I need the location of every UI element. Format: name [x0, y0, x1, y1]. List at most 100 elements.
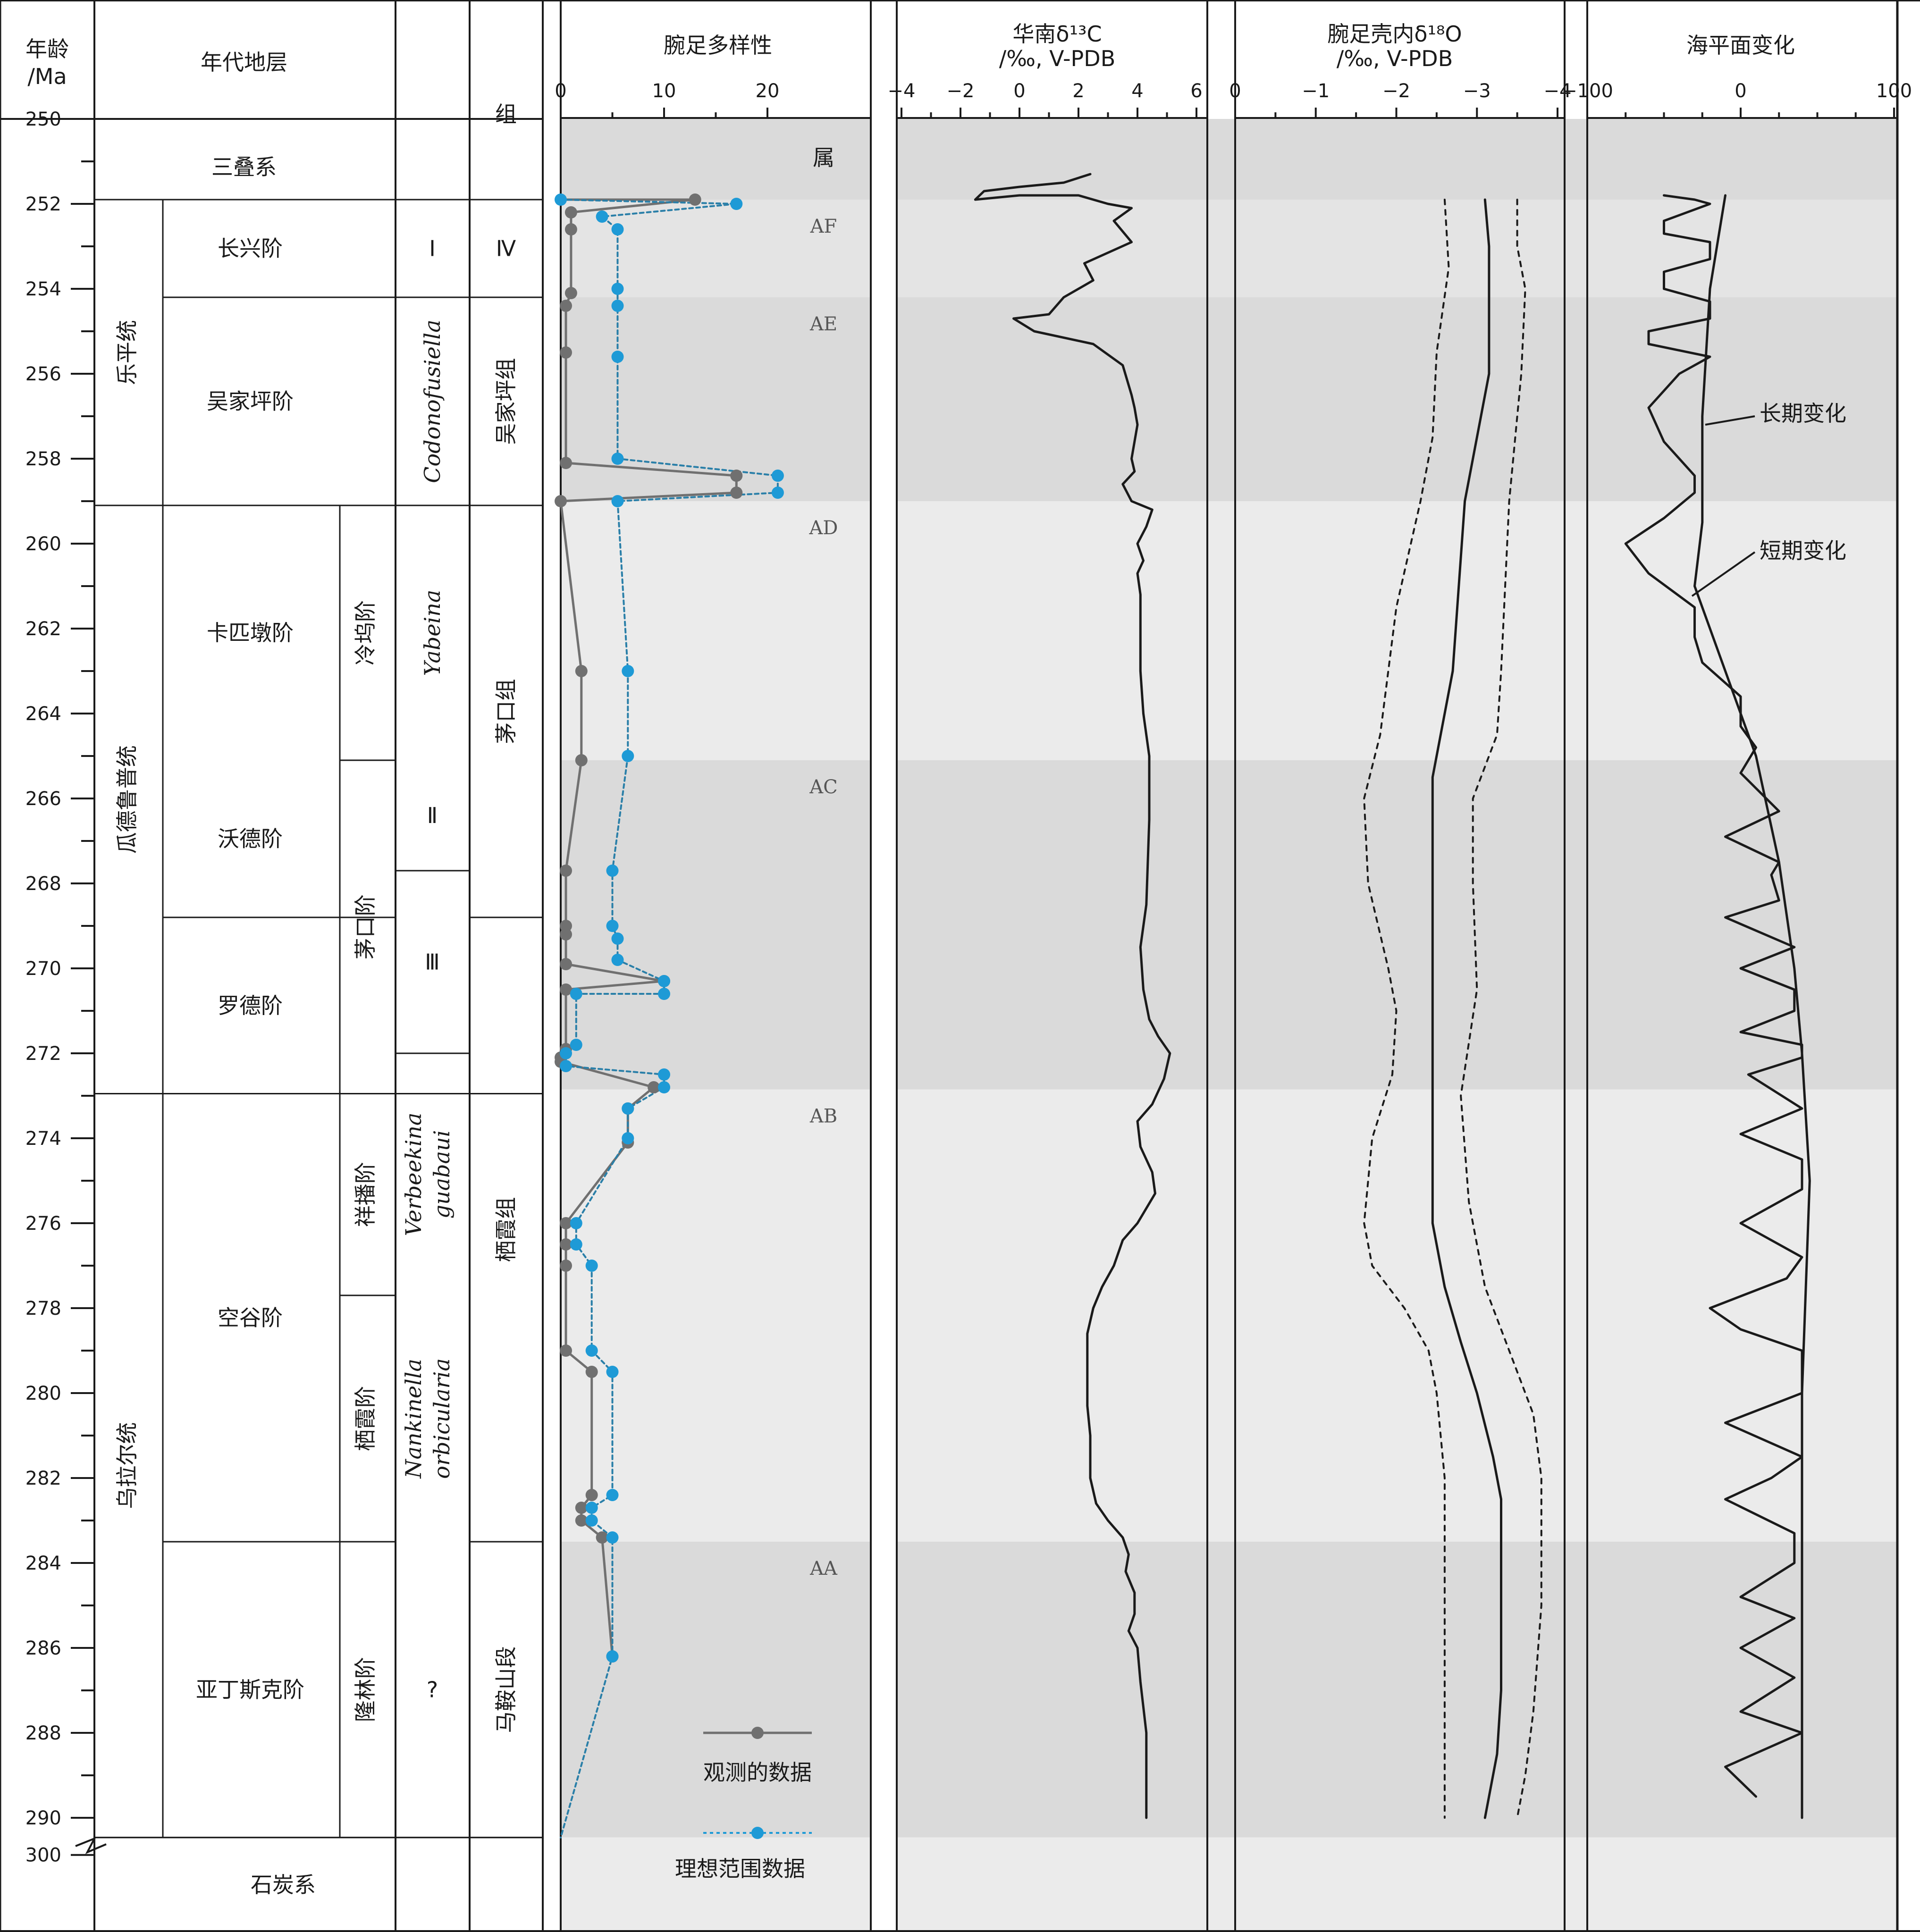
interval-band	[897, 1089, 1207, 1542]
series-line	[1363, 199, 1450, 1819]
data-point	[606, 1650, 619, 1663]
x-tick-label: 100	[1876, 80, 1912, 102]
interval-band	[561, 1089, 871, 1542]
stage-label: 罗德阶	[218, 993, 283, 1018]
interval-label: AF	[810, 216, 837, 237]
interval-band	[1587, 200, 1897, 297]
data-point	[611, 495, 624, 507]
d18o-header-2: /‰, V-PDB	[1337, 46, 1453, 71]
data-point	[560, 346, 572, 359]
x-tick-label: −3	[1463, 80, 1491, 102]
data-point	[555, 193, 567, 206]
interval-band	[1235, 760, 1565, 1090]
data-point	[622, 1102, 634, 1115]
interval-band	[1235, 501, 1565, 760]
age-tick-label: 272	[25, 1043, 61, 1065]
age-tick-label: 276	[25, 1213, 61, 1235]
data-point	[730, 487, 743, 499]
interval-band	[1565, 501, 1587, 760]
data-point	[689, 193, 701, 206]
short-term-leader	[1691, 551, 1756, 597]
age-tick-label: 282	[25, 1468, 61, 1489]
data-point	[585, 1366, 598, 1378]
age-tick-label: 264	[25, 703, 61, 725]
data-point	[585, 1489, 598, 1501]
series-label: 乐平统	[114, 320, 140, 385]
data-point	[596, 1531, 608, 1544]
interval-band	[561, 501, 871, 760]
age-tick-label: 288	[25, 1722, 61, 1744]
series-line	[1693, 194, 1811, 1819]
short-term-label: 短期变化	[1760, 538, 1846, 563]
zone-label: Codonofusiella	[420, 319, 445, 483]
age-header-2: /Ma	[27, 64, 67, 89]
age-tick-label: 286	[25, 1638, 61, 1659]
sealevel-header: 海平面变化	[1686, 33, 1795, 58]
series-label: 瓜德鲁普统	[114, 745, 140, 854]
age-tick-label: 254	[25, 278, 61, 300]
data-point	[560, 958, 572, 970]
age-tick-label: 258	[25, 448, 61, 470]
data-point	[611, 223, 624, 235]
data-point	[585, 1260, 598, 1272]
interval-band	[1207, 1542, 1235, 1838]
age-tick-label: 260	[25, 533, 61, 555]
data-point	[658, 988, 670, 1000]
series-label: 乌拉尔统	[114, 1422, 140, 1509]
data-point	[585, 1502, 598, 1514]
data-point	[606, 920, 619, 932]
top-band	[897, 119, 1207, 200]
sealevel-annotations: 长期变化 短期变化	[1691, 401, 1846, 597]
data-point	[596, 210, 608, 223]
interval-band	[1587, 1542, 1897, 1838]
legend: 观测的数据 理想范围数据	[675, 1727, 812, 1882]
stage-label: 长兴阶	[218, 236, 283, 261]
data-point	[564, 206, 577, 218]
age-tick-label: 256	[25, 363, 61, 385]
x-tick-label: −4	[888, 80, 916, 102]
data-point	[570, 1039, 582, 1051]
interval-band	[897, 760, 1207, 1090]
data-point	[560, 1260, 572, 1272]
chrono-header: 年代地层	[201, 50, 287, 75]
data-point	[575, 1514, 588, 1527]
triassic-label: 三叠系	[211, 154, 277, 180]
data-point	[575, 665, 588, 677]
interval-band	[1587, 297, 1897, 501]
x-tick-label: −2	[1382, 80, 1410, 102]
data-point	[570, 1238, 582, 1251]
data-point	[606, 865, 619, 877]
zone-label: orbicularia	[429, 1358, 455, 1479]
x-tick-label: −100	[1561, 80, 1613, 102]
series-line	[1431, 198, 1502, 1819]
top-band	[561, 119, 871, 200]
x-tick-label: −4	[1544, 80, 1572, 102]
x-tick-label: 0	[1229, 80, 1241, 102]
axis-ticks: 2502522542562582602622642662682702722742…	[25, 80, 1912, 1866]
stage-label: 卡匹墩阶	[207, 620, 294, 646]
age-tick-label: 268	[25, 873, 61, 895]
data-point	[564, 223, 577, 235]
x-tick-label: 2	[1072, 80, 1084, 102]
interval-label: AD	[809, 517, 838, 539]
data-point	[575, 754, 588, 766]
column-labels: AFAEADACABAA乐平统瓜德鲁普统乌拉尔统长兴阶吴家坪阶卡匹墩阶沃德阶罗德…	[114, 216, 838, 1733]
data-point	[611, 954, 624, 966]
interval-band	[1207, 297, 1235, 501]
top-band	[1207, 119, 1235, 200]
formation-label: Ⅳ	[496, 236, 516, 261]
x-tick-label: −2	[947, 80, 975, 102]
data-point	[560, 1047, 572, 1059]
cn-stage-label: 祥播阶	[353, 1162, 378, 1227]
data-point	[771, 487, 784, 499]
zone-label: Verbeekina	[401, 1113, 426, 1236]
top-band	[1565, 119, 1587, 200]
genus-label: 属	[813, 145, 834, 170]
diversity-header: 腕足多样性	[664, 33, 772, 58]
data-point	[560, 983, 572, 996]
stage-label: 亚丁斯克阶	[196, 1677, 304, 1702]
cn-stage-label: 隆林阶	[353, 1657, 378, 1722]
x-tick-label: 0	[1013, 80, 1025, 102]
